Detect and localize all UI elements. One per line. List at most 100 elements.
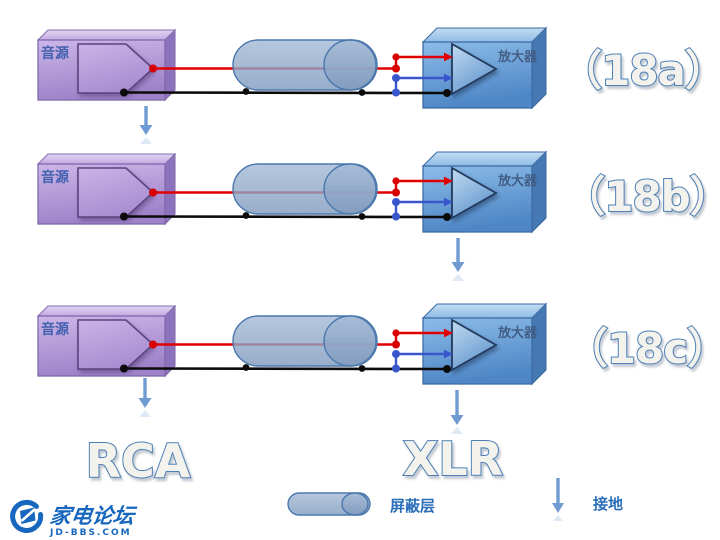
source-box-right-face (164, 304, 176, 378)
hot-arrowhead (444, 176, 453, 186)
solder-dot (392, 64, 400, 73)
amp-box-right-face (531, 302, 547, 386)
amp-triangle-symbol (451, 166, 498, 220)
solder-dot (392, 188, 400, 197)
amplifier-box: 放大器 (421, 150, 548, 234)
source-box: 音源 (36, 304, 177, 378)
hot-arrowhead (444, 328, 453, 338)
amp-box-top-face (421, 151, 548, 167)
solder-dot (392, 340, 400, 349)
logo-slash-icon (20, 508, 36, 522)
solder-dot (392, 198, 400, 206)
source-output-symbol (77, 167, 155, 218)
solder-dot (392, 177, 400, 185)
solder-dot (149, 188, 157, 197)
shield-cylinder (232, 315, 378, 367)
ground-arrow-reflection (139, 410, 151, 417)
amplifier-ground-arrow (450, 390, 464, 434)
amp-triangle-symbol (451, 318, 498, 372)
ground-arrow-reflection (553, 515, 563, 521)
site-logo: 家电论坛 JD-BBS.COM (10, 499, 139, 538)
source-box-top-face (36, 29, 177, 41)
solder-dot (242, 212, 250, 219)
ground-arrow-reflection (140, 137, 152, 144)
cold-arrowhead (444, 349, 453, 359)
legend-ground-arrow (552, 478, 564, 521)
logo-site-name: 家电论坛 (48, 503, 138, 528)
amplifier-box: 放大器 (421, 302, 548, 386)
hot-arrowhead (444, 52, 453, 62)
amplifier-box: 放大器 (421, 26, 548, 110)
ground-arrow-head (139, 125, 153, 135)
source-output-symbol (77, 319, 155, 370)
row-label-18b: （18b） (563, 172, 720, 221)
solder-dot (242, 88, 250, 95)
logo-swoosh-icon (10, 499, 44, 533)
legend-shield-end-cap (341, 492, 369, 516)
solder-dot (392, 212, 400, 221)
amp-label: 放大器 (497, 49, 538, 65)
amp-box-top-face (421, 27, 548, 43)
solder-dot (242, 364, 250, 371)
solder-dot (443, 89, 451, 97)
ground-arrow-reflection (452, 274, 464, 281)
ground-arrow-head (451, 262, 465, 272)
legend-ground-label: 接地 (593, 495, 623, 513)
source-ground-arrow (138, 378, 152, 417)
solder-dot (149, 64, 157, 73)
legend-shield-sample (287, 492, 371, 516)
source-box-right-face (164, 28, 176, 102)
shield-cylinder (232, 39, 378, 91)
source-box: 音源 (36, 152, 177, 226)
solder-dot (120, 88, 128, 97)
logo-domain: JD-BBS.COM (49, 528, 132, 538)
ground-arrow-head (450, 415, 464, 425)
legend-shield-label: 屏蔽层 (390, 497, 435, 515)
diagram-row-18a: 音源 放大器 (36, 26, 720, 144)
source-label: 音源 (41, 321, 69, 338)
solder-dot (392, 53, 400, 61)
source-box-right-face (164, 152, 176, 226)
solder-dot (358, 213, 366, 220)
shield-end-cap (323, 163, 377, 215)
row-label-18a: （18a） (560, 46, 720, 95)
diagram-row-18c: 音源 放大器 (36, 302, 720, 434)
cold-arrowhead (444, 197, 453, 207)
rca-connector-label: RCA (86, 434, 191, 488)
ground-arrow-head (552, 503, 564, 513)
solder-dot (392, 364, 400, 373)
amp-label: 放大器 (497, 173, 538, 189)
solder-dot (392, 74, 400, 82)
solder-dot (120, 212, 128, 221)
amp-box-right-face (531, 26, 547, 110)
solder-dot (392, 350, 400, 358)
source-box-top-face (36, 305, 177, 317)
source-box-top-face (36, 153, 177, 165)
row-label-18c: （18c） (566, 324, 720, 373)
amp-label: 放大器 (497, 325, 538, 341)
diagram-row-18b: 音源 放大器 (36, 150, 720, 281)
shield-end-cap (323, 315, 377, 367)
solder-dot (443, 365, 451, 373)
amp-box-top-face (421, 303, 548, 319)
legend: 屏蔽层 接地 (287, 478, 623, 521)
solder-dot (443, 213, 451, 221)
source-output-symbol (77, 43, 155, 94)
xlr-pin-jumpers (120, 328, 453, 373)
solder-dot (392, 88, 400, 97)
source-ground-arrow (139, 106, 153, 144)
cold-arrowhead (444, 73, 453, 83)
solder-dot (120, 364, 128, 373)
amp-triangle-symbol (451, 42, 498, 96)
ground-arrow-head (138, 398, 152, 408)
xlr-pin-jumpers (120, 52, 453, 97)
xlr-pin-jumpers (120, 176, 453, 221)
amplifier-ground-arrow (451, 238, 465, 281)
solder-dot (358, 365, 366, 372)
shield-end-cap (323, 39, 377, 91)
xlr-connector-label: XLR (403, 432, 503, 486)
solder-dot (358, 89, 366, 96)
ground-arrow-reflection (451, 427, 463, 434)
